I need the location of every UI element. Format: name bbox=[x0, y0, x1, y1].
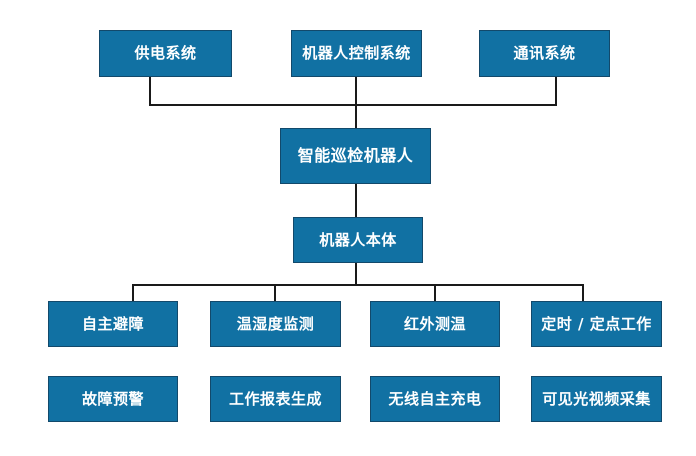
node-robot-body[interactable]: 机器人本体 bbox=[293, 217, 423, 263]
node-label: 智能巡检机器人 bbox=[297, 146, 414, 165]
node-label: 通讯系统 bbox=[513, 44, 576, 62]
node-label: 定时 / 定点工作 bbox=[541, 314, 652, 333]
node-fault-early-warning[interactable]: 故障预警 bbox=[48, 376, 178, 422]
node-power-supply-system[interactable]: 供电系统 bbox=[99, 30, 232, 77]
node-intelligent-inspection-robot[interactable]: 智能巡检机器人 bbox=[280, 128, 431, 184]
node-label: 机器人控制系统 bbox=[302, 44, 411, 62]
node-wireless-autonomous-charging[interactable]: 无线自主充电 bbox=[370, 376, 500, 422]
node-communication-system[interactable]: 通讯系统 bbox=[479, 30, 610, 77]
node-label: 温湿度监测 bbox=[236, 314, 315, 333]
node-robot-control-system[interactable]: 机器人控制系统 bbox=[291, 30, 422, 77]
node-scheduled-fixed-point-work[interactable]: 定时 / 定点工作 bbox=[531, 301, 662, 347]
node-autonomous-obstacle-avoidance[interactable]: 自主避障 bbox=[48, 301, 178, 347]
node-temperature-humidity-monitoring[interactable]: 温湿度监测 bbox=[210, 301, 341, 347]
node-label: 无线自主充电 bbox=[388, 389, 482, 408]
node-label: 机器人本体 bbox=[319, 230, 397, 249]
node-label: 自主避障 bbox=[81, 314, 144, 333]
node-label: 故障预警 bbox=[81, 389, 144, 408]
node-label: 工作报表生成 bbox=[228, 389, 322, 408]
node-visible-light-video-capture[interactable]: 可见光视频采集 bbox=[531, 376, 662, 422]
node-infrared-temperature-measurement[interactable]: 红外测温 bbox=[370, 301, 500, 347]
node-label: 供电系统 bbox=[134, 44, 197, 62]
node-label: 可见光视频采集 bbox=[542, 389, 651, 408]
node-label: 红外测温 bbox=[403, 314, 466, 333]
node-work-report-generation[interactable]: 工作报表生成 bbox=[210, 376, 341, 422]
